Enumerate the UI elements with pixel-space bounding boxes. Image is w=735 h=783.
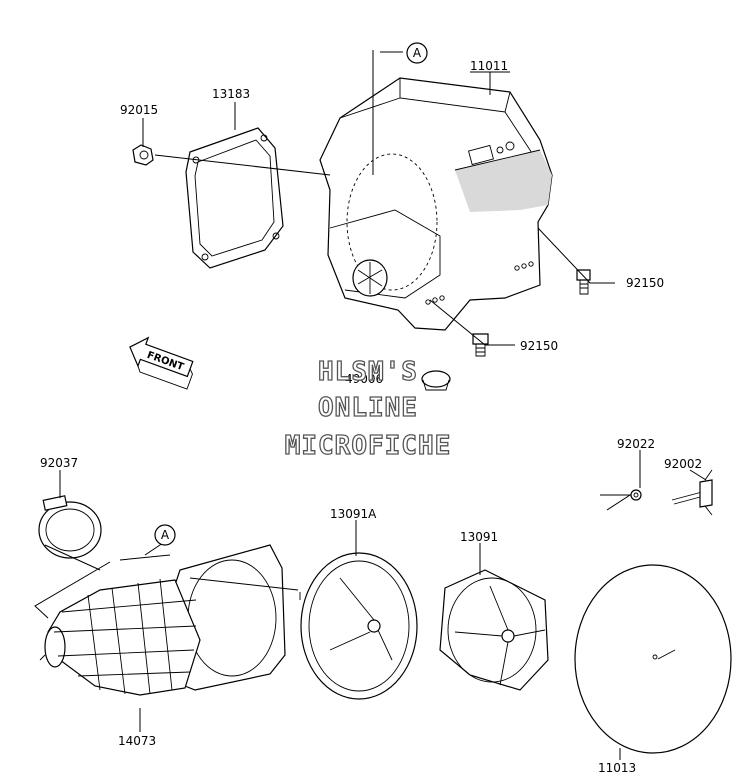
air-cleaner-housing[interactable] [319, 77, 553, 331]
label-13091[interactable]: 13091 [460, 530, 498, 544]
filter-frame[interactable] [439, 569, 549, 691]
nut-92015[interactable] [132, 144, 154, 166]
backing-plate[interactable] [299, 552, 418, 700]
watermark-line-3: MICROFICHE [285, 431, 452, 461]
wing-bolt-92002[interactable] [671, 469, 713, 516]
clamp-92037[interactable] [38, 495, 102, 559]
bolt-92150-lower[interactable] [472, 333, 489, 357]
reference-marker-top: A [406, 42, 428, 64]
front-arrow: FRONT [129, 336, 194, 390]
label-14073[interactable]: 14073 [118, 734, 156, 748]
cap-49006[interactable] [421, 370, 451, 391]
label-11013[interactable]: 11013 [598, 761, 636, 775]
label-92015[interactable]: 92015 [120, 103, 158, 117]
label-92002[interactable]: 92002 [664, 457, 702, 471]
label-13183[interactable]: 13183 [212, 87, 250, 101]
label-92022[interactable]: 92022 [617, 437, 655, 451]
watermark-line-2: ONLINE [318, 393, 418, 423]
watermark-line-1: HLSM'S [318, 357, 418, 387]
label-92037[interactable]: 92037 [40, 456, 78, 470]
intake-duct[interactable] [39, 544, 286, 696]
label-13091A[interactable]: 13091A [330, 507, 377, 521]
leader-lines [34, 50, 707, 760]
bolt-92150-right[interactable] [576, 269, 591, 295]
reference-marker-bottom: A [154, 524, 176, 546]
label-92150-right[interactable]: 92150 [626, 276, 664, 290]
svg-text:A: A [161, 528, 170, 542]
svg-text:A: A [413, 46, 422, 60]
washer-92022[interactable] [630, 489, 642, 501]
gasket[interactable] [185, 127, 284, 269]
filter-element[interactable] [574, 564, 732, 754]
watermark: HLSM'S ONLINE MICROFICHE [284, 356, 452, 461]
label-11011[interactable]: 11011 [470, 59, 508, 73]
label-92150-lower[interactable]: 92150 [520, 339, 558, 353]
label-49006[interactable]: 49006 [345, 372, 383, 386]
